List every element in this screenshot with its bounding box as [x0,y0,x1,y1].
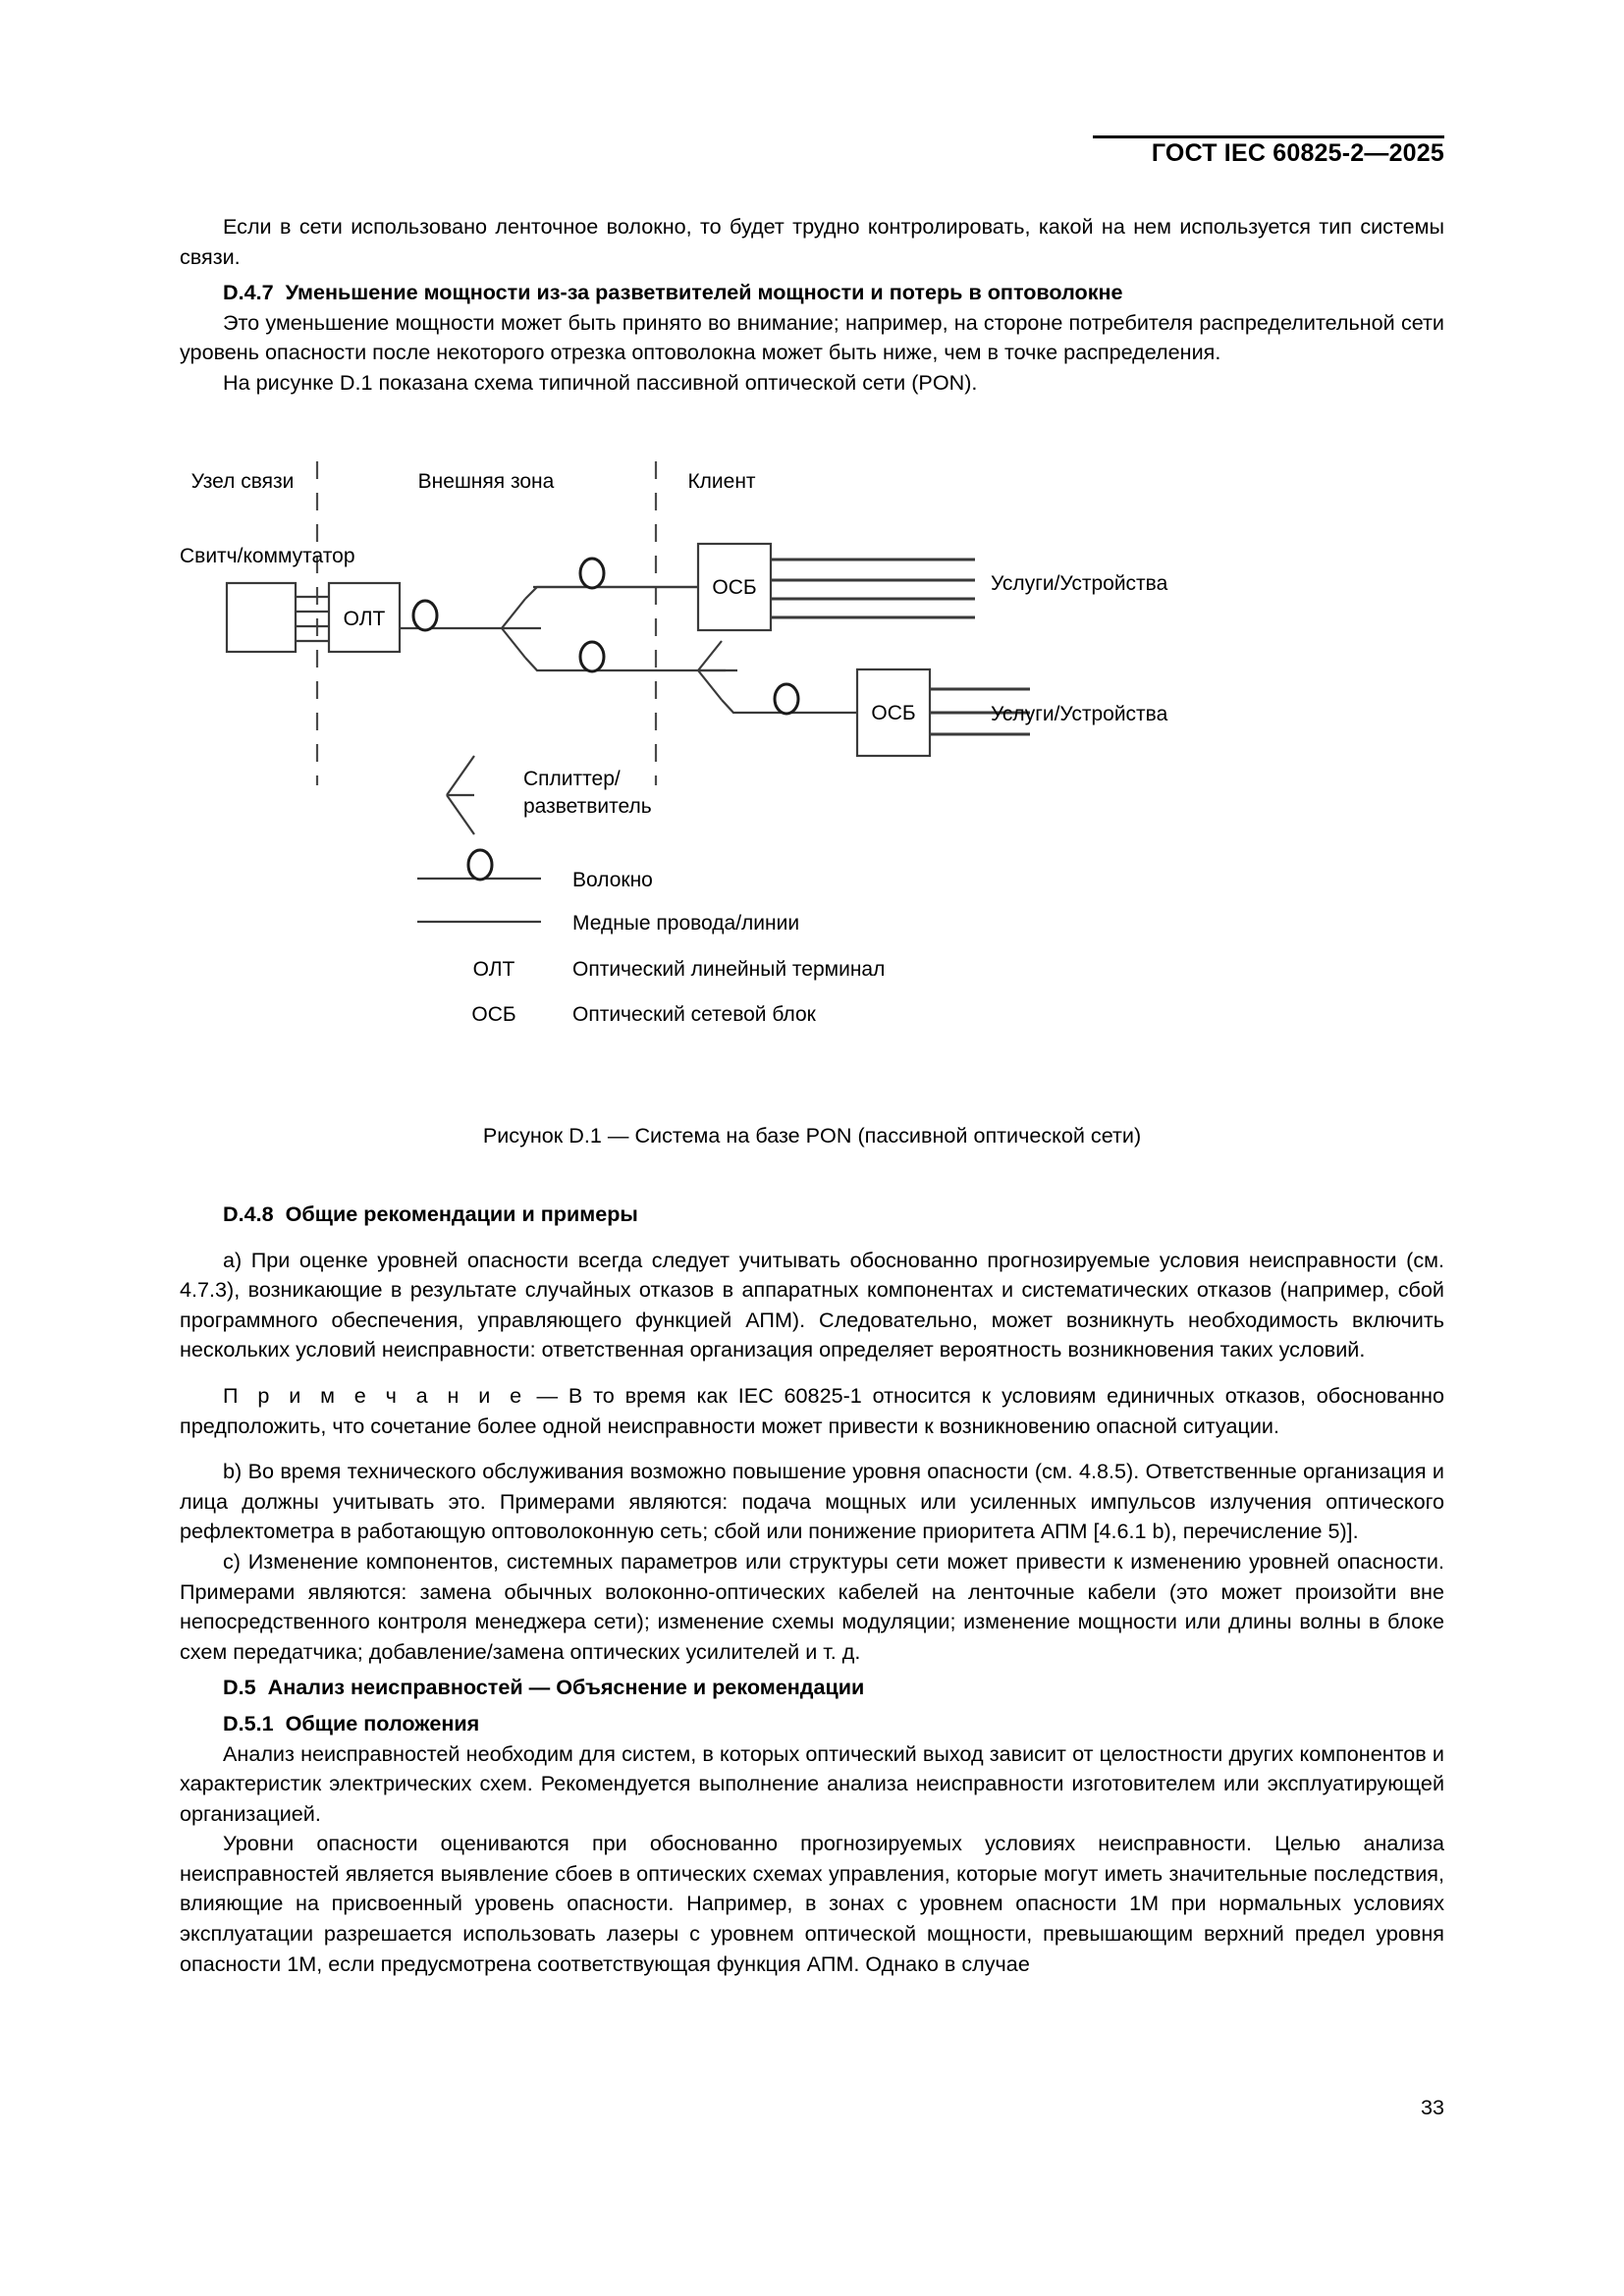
heading-d-4-7-number: D.4.7 [223,280,274,305]
branch-lower-fiber [524,657,726,672]
onu-top-label: ОСБ [712,576,756,599]
legend-label-onu: Оптический сетевой блок [572,1003,817,1026]
paragraph-d-4-7: Это уменьшение мощности может быть приня… [180,309,1444,365]
heading-d-4-7-text: Уменьшение мощности из-за разветвителей … [285,280,1123,305]
heading-d-5-number: D.5 [223,1675,256,1700]
legend-label-copper: Медные провода/линии [572,912,799,934]
fiber-marker-feeder [411,599,439,632]
paragraph-item-c: c) Изменение компонентов, системных пара… [180,1548,1444,1664]
paragraph-d-5-1-second: Уровни опасности оцениваются при обоснов… [180,1831,1444,1976]
onu-bottom-label: ОСБ [871,702,915,724]
page-number: 33 [1420,2095,1444,2119]
onu-top-box [696,542,773,632]
paragraph-d-5-1-first: Анализ неисправностей необходим для сист… [180,1740,1444,1826]
note-label: П р и м е ч а н и е [223,1382,526,1408]
heading-d-5-1-text: Общие положения [285,1710,480,1735]
header-rule [1093,135,1444,138]
heading-d-4-7: D.4.7 Уменьшение мощности из-за разветвит… [180,278,1444,308]
paragraph-note: П р и м е ч а н и е — В то время как IEC… [180,1381,1444,1441]
heading-d-5-text: Анализ неисправностей — Объяснение и рек… [267,1675,865,1700]
branch-to-onu-bottom [721,699,857,715]
heading-d-4-8: D.4.8 Общие рекомендации и примеры [180,1200,1444,1230]
fiber-marker-upper [578,557,606,590]
zone-label-middle: Внешняя зона [418,470,555,493]
heading-d-5-1: D.5.1 Общие положения [180,1709,1444,1739]
running-head-standard-title: ГОСТ IEC 60825-2—2025 [1151,139,1444,167]
fiber-marker-onu-bottom [773,682,800,716]
heading-d-5-1-number: D.5.1 [223,1710,274,1735]
paragraph-figure-reference: На рисунке D.1 показана схема типичной п… [223,369,978,395]
lower-text-block: D.4.8 Общие рекомендации и примеры a) При… [180,1200,1444,1979]
fiber-marker-lower [578,640,606,673]
note-body: — В то время как IEC 60825-1 относится к… [180,1382,1444,1438]
figure-d-1-caption: Рисунок D.1 — Система на базе PON (пасси… [482,1123,1142,1148]
services-bottom-label: Услуги/Устройства [991,703,1168,725]
splitter-legend-label-line2: разветвитель [523,795,652,818]
splitter-legend-label-line1: Сплиттер/ [523,768,621,790]
paragraph-intro: Если в сети использовано ленточное волок… [180,214,1444,269]
splitter-legend-symbol [446,755,475,835]
services-top-label: Услуги/Устройства [991,572,1168,595]
legend-fiber-marker [466,848,494,881]
heading-d-4-8-number: D.4.8 [223,1201,274,1226]
zone-label-right: Клиент [687,470,755,493]
splitter-2-symbol [697,640,723,701]
paragraph-item-b: b) Во время технического обслуживания во… [180,1459,1444,1544]
upper-text-block: Если в сети использовано ленточное волок… [180,212,1444,457]
legend-label-olt: Оптический линейный терминал [572,958,885,981]
figure-d-1-diagram: .ln{stroke:#3a3a3a;stroke-width:2.2;fill… [180,461,1168,1026]
legend-symbol-olt: ОЛТ [473,958,515,981]
splitter-1-symbol [501,598,526,659]
figure-d-1: .ln{stroke:#3a3a3a;stroke-width:2.2;fill… [180,461,1444,1148]
legend-symbol-onu: ОСБ [471,1003,515,1026]
switch-label: Свитч/коммутатор [180,545,355,567]
olt-label: ОЛТ [344,608,386,630]
legend-label-fiber: Волокно [572,869,653,891]
switch-box [225,581,298,654]
zone-label-left: Узел связи [191,470,295,493]
branch-upper-fiber [524,585,698,600]
onu-bottom-box [855,667,932,758]
olt-box [327,581,402,654]
heading-d-5: D.5 Анализ неисправностей — Объяснение и … [180,1673,1444,1703]
paragraph-item-a: a) При оценке уровней опасности всегда с… [180,1247,1444,1362]
heading-d-4-8-text: Общие рекомендации и примеры [285,1201,638,1226]
